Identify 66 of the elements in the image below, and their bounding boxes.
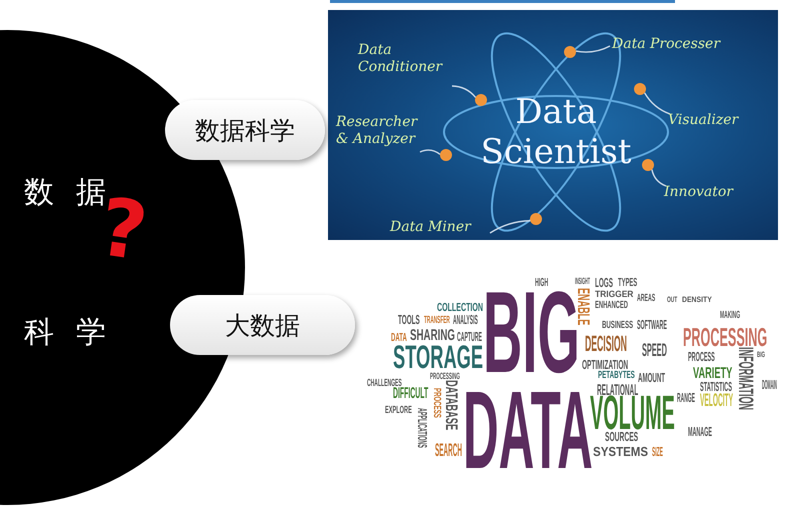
word-cloud-term: LOGS — [595, 278, 613, 288]
role-text: Visualizer — [668, 112, 758, 129]
leader-line — [644, 92, 670, 115]
role-text: Data Processer — [612, 36, 752, 53]
word-cloud-term: EXPLORE — [385, 407, 412, 415]
word-cloud-term: SOFTWARE — [637, 320, 667, 330]
role-text: Data Miner — [390, 219, 490, 236]
word-cloud-term: SYSTEMS — [593, 447, 648, 457]
center-title: Data Scientist — [478, 92, 634, 176]
word-cloud-term: VELOCITY — [700, 393, 733, 407]
leader-line — [452, 85, 476, 98]
word-cloud-term: PROCESSING — [430, 373, 460, 380]
word-cloud-term: PROCESS — [688, 352, 715, 362]
word-cloud-term: VOLUME — [590, 395, 675, 432]
word-cloud-term: AMOUNT — [638, 373, 666, 383]
word-cloud-term: ENHANCED — [595, 302, 628, 310]
word-cloud-term: ENABLE — [577, 288, 590, 326]
word-cloud-term: OPTIMIZATION — [582, 360, 628, 370]
word-cloud-term: CAPTURE — [457, 332, 482, 342]
orbit-dot — [475, 94, 487, 106]
word-cloud-term: STATISTICS — [700, 382, 732, 392]
pill-label: 数据科学 — [165, 100, 325, 160]
word-cloud-term: ANALYSIS — [453, 315, 478, 325]
word-cloud-term: DATA — [463, 388, 593, 473]
word-cloud-term: BUSINESS — [602, 322, 634, 330]
word-cloud-term: VARIETY — [693, 368, 732, 380]
word-cloud-term: DECISION — [585, 335, 627, 352]
word-cloud-term: RELATIONAL — [597, 385, 638, 397]
pill-label: 大数据 — [170, 295, 355, 355]
orbit-dot — [440, 149, 452, 161]
word-cloud-term: DATA — [391, 333, 407, 342]
word-cloud-term: SEARCH — [435, 443, 462, 457]
word-cloud-term: COLLECTION — [437, 303, 483, 312]
word-cloud-term: RANGE — [677, 393, 695, 403]
word-cloud-term: SIZE — [652, 447, 663, 457]
word-cloud-term: SPEED — [642, 343, 667, 357]
role-text: Data Conditioner — [358, 42, 454, 76]
leader-line — [420, 149, 440, 155]
word-cloud-term: DATABASE — [445, 380, 458, 430]
word-cloud-term: TYPES — [618, 278, 638, 287]
orbit-dot — [642, 159, 654, 171]
word-cloud-term: TOOLS — [398, 315, 420, 325]
word-cloud-term: CHALLENGES — [367, 380, 402, 388]
word-cloud-term: PETABYTES — [598, 372, 635, 380]
word-cloud-term: HIGH — [535, 278, 548, 287]
word-cloud-term: DOMAIN — [762, 380, 777, 390]
orbit-dot — [564, 46, 576, 58]
word-cloud-term: INFORMATION — [737, 347, 753, 410]
word-cloud-term: AREAS — [637, 295, 656, 303]
word-cloud-term: PROCESSING — [683, 327, 768, 347]
word-cloud-term: STORAGE — [393, 345, 484, 370]
role-text: Innovator — [664, 184, 754, 201]
word-cloud-term: TRANSFER — [424, 317, 450, 325]
leader-line — [490, 220, 530, 234]
word-cloud-term: SHARING — [410, 330, 455, 342]
circle-text: 科学 — [24, 318, 128, 348]
orbit-dot — [530, 213, 542, 225]
word-cloud-term: MAKING — [720, 312, 740, 320]
word-cloud-term: DIFFICULT — [393, 388, 428, 400]
orbit-dot — [634, 83, 646, 95]
word-cloud-term: SOURCES — [605, 432, 638, 442]
word-cloud-term: MANAGE — [688, 427, 712, 437]
role-text: Researcher & Analyzer — [336, 114, 432, 148]
word-cloud-term: INSIGHT — [575, 278, 590, 285]
leader-line — [651, 169, 666, 187]
word-cloud-term: TRIGGER — [595, 291, 634, 298]
